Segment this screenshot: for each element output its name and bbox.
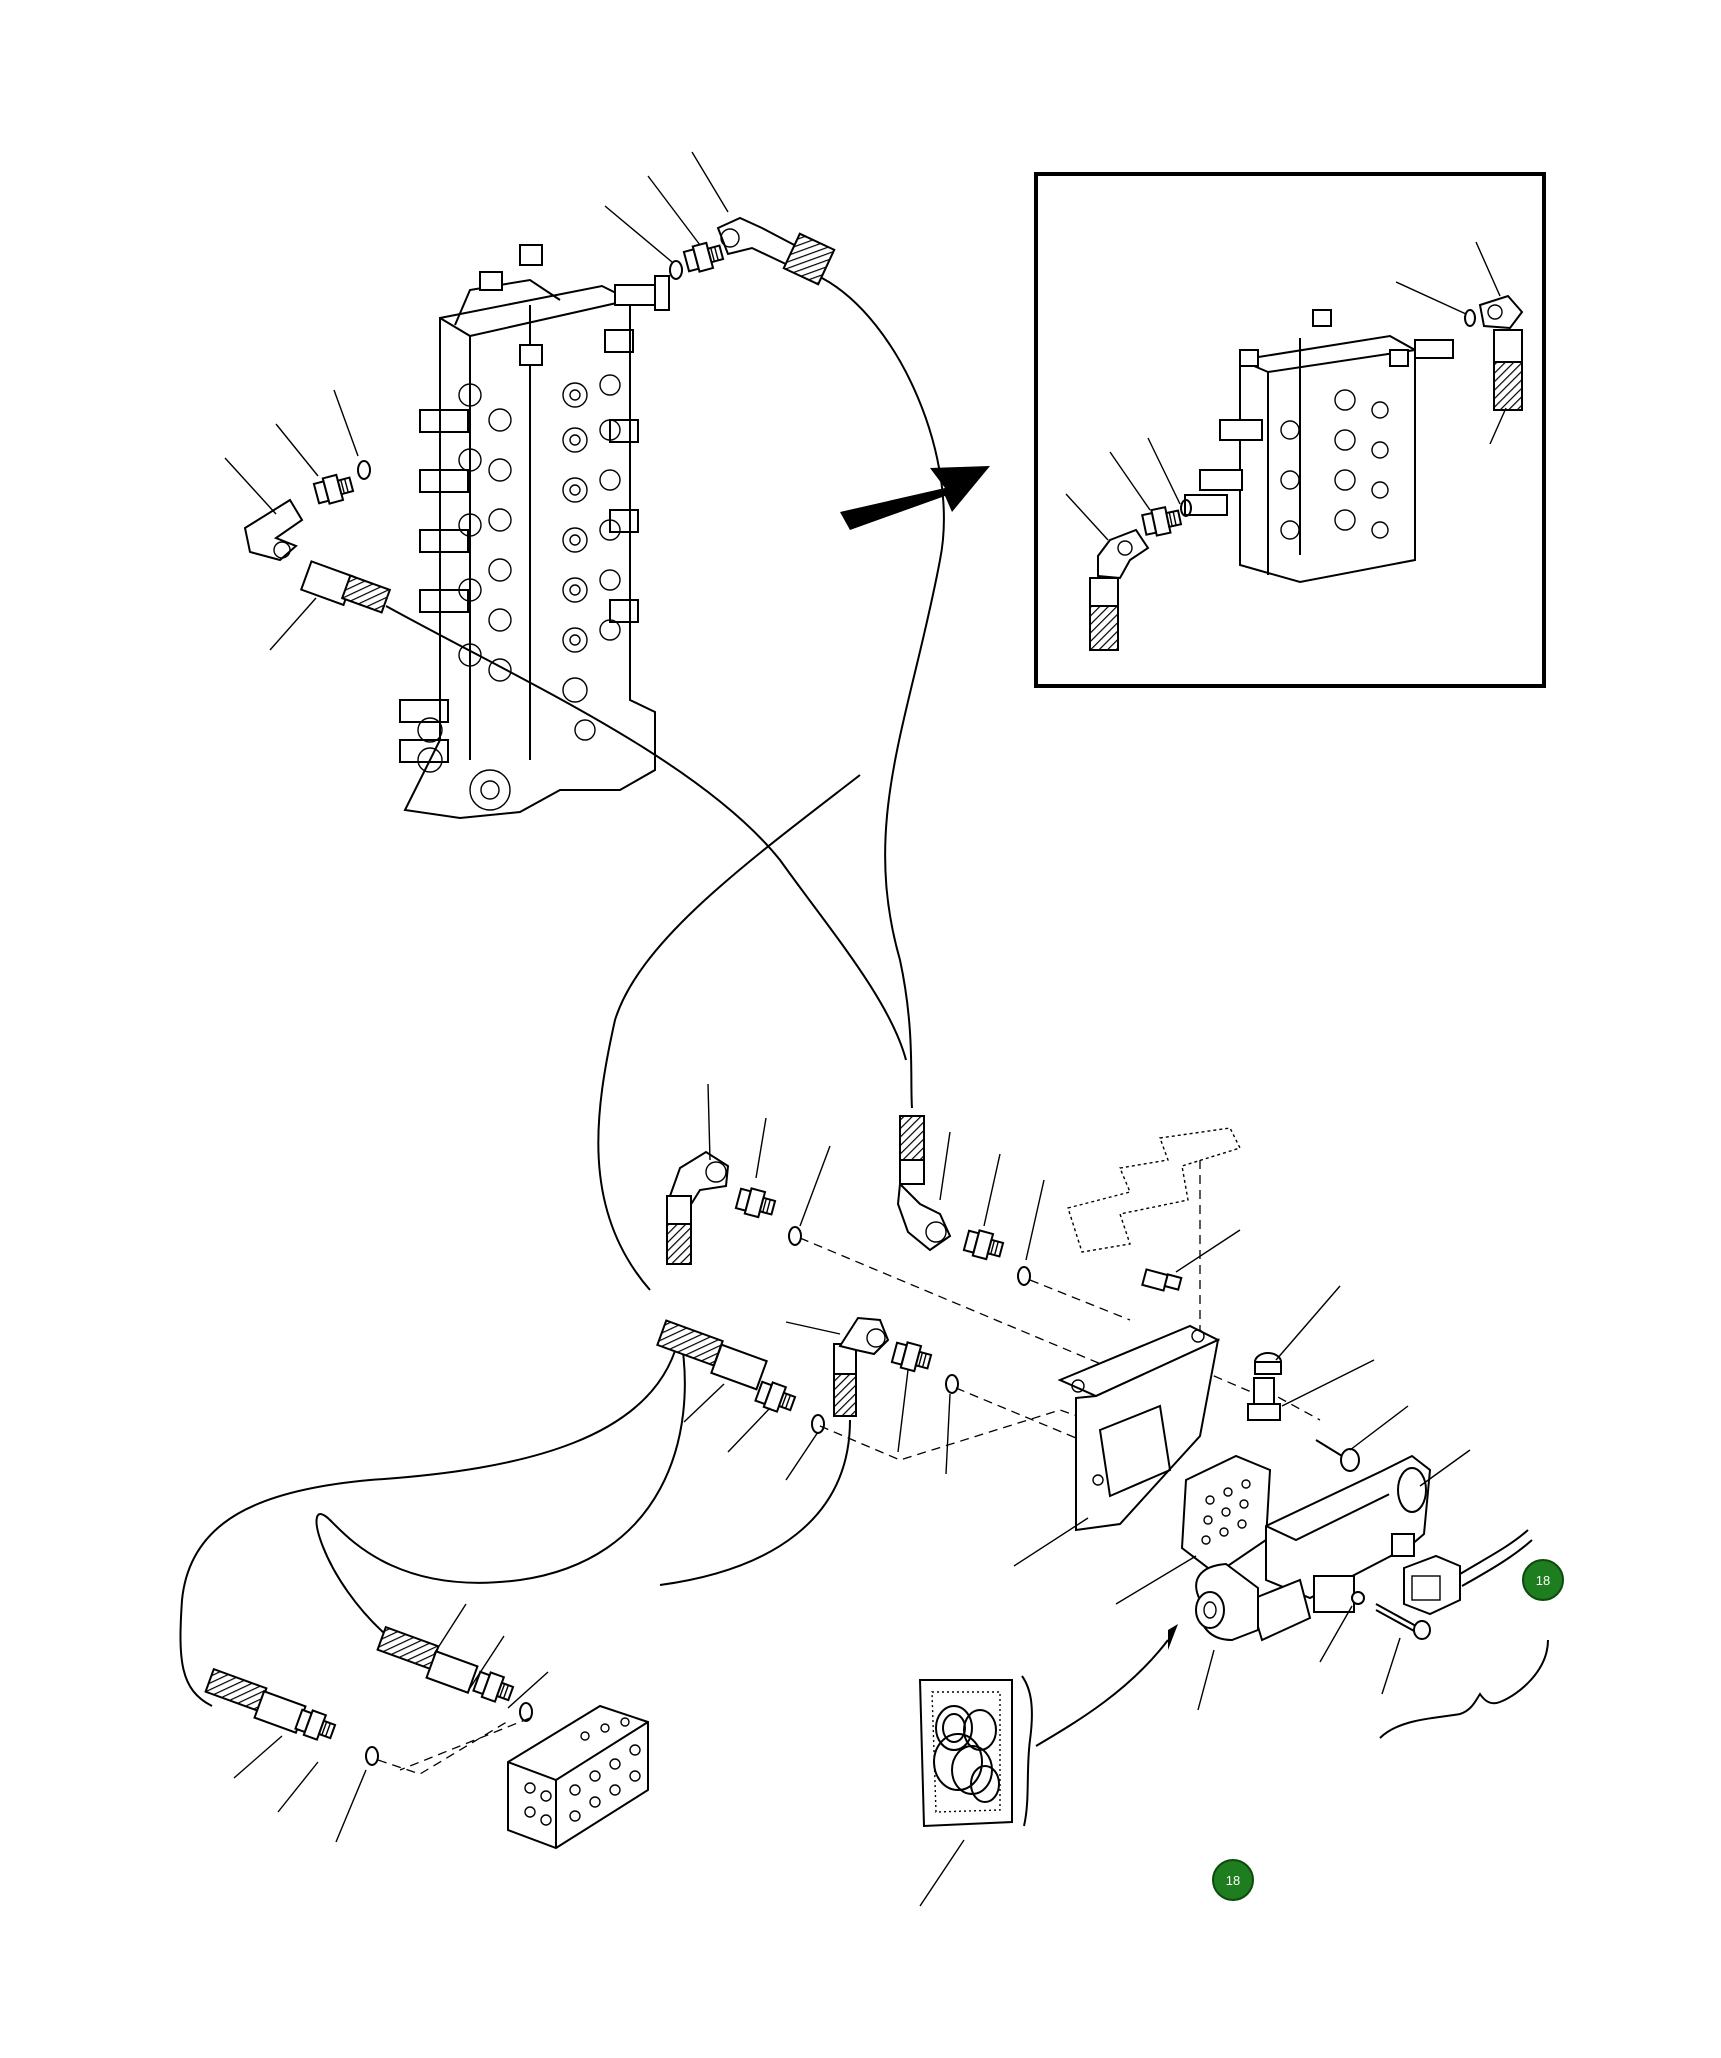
- inset-top-elbow: [1478, 294, 1524, 411]
- hose-lower-1: [179, 1331, 681, 1707]
- control-valve-block: [399, 244, 670, 820]
- fitting-group-lower-mid: [376, 1625, 533, 1722]
- solenoid-connector-plug: [1403, 1529, 1533, 1616]
- hose-top-right: [821, 277, 945, 1109]
- inset-detail-box: [1034, 172, 1546, 688]
- callout-badge-upper[interactable]: 18: [1522, 1559, 1564, 1601]
- callout-badge-upper-label: 18: [1536, 1573, 1550, 1588]
- valve-left-oring: [357, 460, 371, 480]
- fitting-group-left-upper: [666, 1150, 802, 1265]
- callout-badge-lower-label: 18: [1226, 1873, 1240, 1888]
- fitting-group-right-upper: [896, 1115, 1031, 1286]
- fitting-group-lower-left: [204, 1667, 379, 1766]
- direction-arrow: [840, 466, 990, 530]
- hydraulic-hoses: [179, 277, 945, 1707]
- wiring-brace: [1379, 1639, 1549, 1739]
- bracket-bolt-head: [1254, 1352, 1282, 1375]
- valve-spool-ports: [399, 329, 639, 811]
- bracket-fitting-upper: [1141, 1268, 1183, 1292]
- bracket-outline-ghost: [1067, 1127, 1241, 1253]
- callout-badge-lower[interactable]: 18: [1212, 1859, 1254, 1901]
- valve-left-hose-end: [299, 560, 392, 614]
- hose-lower-3: [659, 1419, 851, 1586]
- inset-leader-lines: [1065, 241, 1507, 541]
- inset-valve-block: [1184, 309, 1454, 584]
- manifold-block: [507, 1704, 649, 1850]
- center-lines: [377, 1160, 1321, 1775]
- inset-left-oring: [1180, 499, 1192, 517]
- valve-leader-lines: [224, 151, 729, 651]
- valve-top-elbow: [716, 216, 836, 286]
- fitting-group-mid-elbow: [833, 1316, 959, 1417]
- seal-kit-package: [918, 1624, 1178, 1828]
- solenoid-valve-assembly: [1180, 1454, 1432, 1642]
- mounting-bracket: [1057, 1324, 1221, 1532]
- bracket-bolt: [1247, 1377, 1281, 1421]
- solenoid-washer: [1351, 1591, 1365, 1605]
- inset-left-elbow: [1089, 528, 1150, 651]
- inset-top-oring: [1464, 309, 1476, 327]
- leader-lines-lower: [233, 1083, 1471, 1907]
- solenoid-bolt: [1375, 1603, 1431, 1640]
- hose-left-long: [385, 605, 907, 1061]
- valve-top-adapter: [682, 238, 726, 276]
- valve-top-oring: [669, 260, 683, 280]
- valve-left-adapter: [312, 470, 356, 508]
- hose-cross-1: [597, 774, 861, 1291]
- bracket-screw: [1315, 1439, 1360, 1472]
- hose-lower-2: [315, 1331, 686, 1641]
- valve-left-elbow: [243, 498, 304, 562]
- valve-top-fitting: [614, 275, 670, 311]
